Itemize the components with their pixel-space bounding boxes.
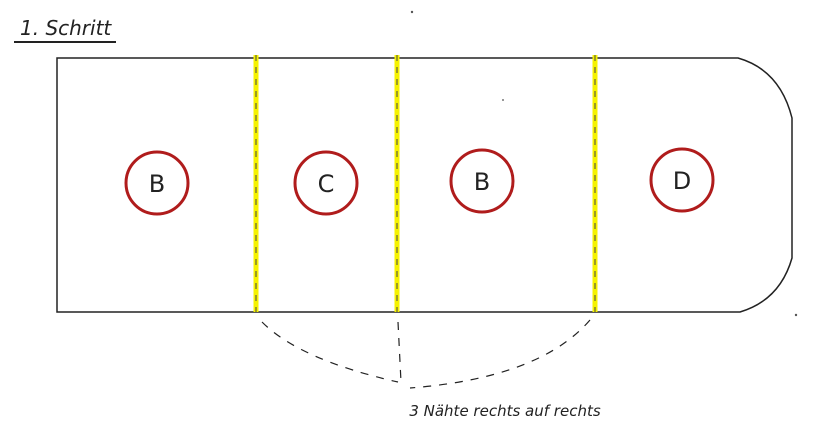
panel-label-2: C [318, 170, 335, 198]
pencil-dot-1 [410, 10, 414, 14]
panel-marker-3: B [449, 148, 515, 214]
fabric-outline [56, 57, 793, 313]
pencil-dot-2 [502, 99, 504, 101]
panel-label-1: B [149, 170, 165, 198]
panel-marker-4: D [649, 147, 715, 213]
panel-label-4: D [673, 167, 691, 195]
panel-label-3: B [474, 168, 490, 196]
pointer-line-2 [397, 321, 402, 383]
panel-marker-2: C [293, 150, 359, 216]
pencil-dot-3 [794, 313, 798, 317]
step-title: 1. Schritt [20, 16, 112, 40]
pointer-line-3 [409, 319, 591, 389]
seam-caption: 3 Nähte rechts auf rechts [409, 402, 601, 420]
panel-marker-1: B [124, 150, 190, 216]
pointer-line-1 [261, 321, 399, 383]
